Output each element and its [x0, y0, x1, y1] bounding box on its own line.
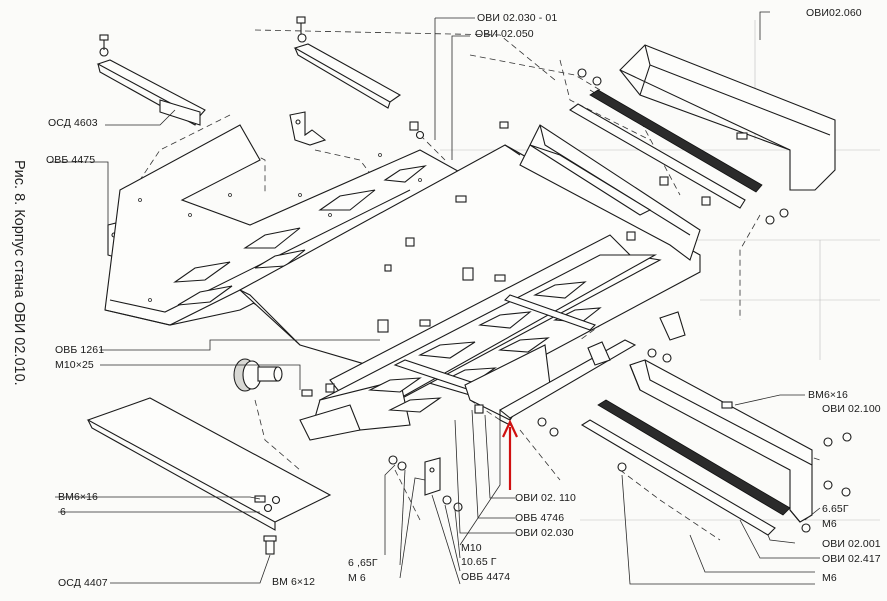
channel-right-lower [580, 348, 852, 536]
label-osd-4603: ОСД 4603 [48, 117, 98, 129]
label-ovi-02-030-01: ОВИ 02.030 - 01 [477, 12, 558, 24]
channel-right-top [569, 44, 836, 225]
label-6-65g-bottom: 6 ,65Г [348, 557, 378, 569]
label-ovi-02-030: ОВИ 02.030 [515, 527, 574, 539]
bar-cross-brace [499, 339, 637, 426]
label-10-65g: 10.65 Г [461, 556, 497, 568]
label-ovi-02-001: ОВИ 02.001 [822, 538, 881, 550]
label-ovb-1261: ОВБ 1261 [55, 344, 105, 356]
label-6-65g-right: 6.65Г [822, 503, 849, 515]
label-ovi-02-100: ОВИ 02.100 [822, 403, 881, 415]
rails-front-slotted [299, 234, 662, 441]
label-m6-bottom-left: М 6 [348, 572, 366, 584]
label-m6-bottom-right: М6 [822, 572, 837, 584]
label-ovi-02-110: ОВИ 02. 110 [515, 492, 576, 504]
bar-top-center [293, 16, 402, 109]
label-ovb-4474: ОВБ 4474 [461, 571, 511, 583]
label-m10x25: М10×25 [55, 359, 94, 371]
label-ovb-4475: ОВБ 4475 [46, 154, 96, 166]
red-pointer-arrow [502, 419, 518, 490]
fasteners [254, 121, 711, 512]
bar-osd-4603 [96, 34, 206, 126]
label-vm6x12: ВМ 6×12 [272, 576, 316, 588]
figure-caption: Рис. 8. Корпус стана ОВИ 02.010. [11, 160, 27, 386]
label-six: 6 [60, 506, 66, 518]
motor-shaft [233, 358, 283, 392]
label-vm6x16-left: ВМ6×16 [58, 491, 99, 503]
channel-central-upper [519, 124, 701, 261]
panel-left-side [104, 124, 466, 326]
label-m6-right: М6 [822, 518, 837, 530]
plate-bottom-left [86, 397, 332, 555]
label-ovi-02-050: ОВИ 02.050 [475, 28, 534, 40]
label-ovb-4746: ОВБ 4746 [515, 512, 565, 524]
label-m10: М10 [461, 542, 482, 554]
leader-lines [50, 11, 821, 585]
label-ovi-02-060: ОВИ02.060 [806, 7, 862, 19]
label-vm6x16-right: ВМ6×16 [808, 389, 849, 401]
label-osd-4407: ОСД 4407 [58, 577, 108, 589]
label-ovi-02-417: ОВИ 02.417 [822, 553, 881, 565]
